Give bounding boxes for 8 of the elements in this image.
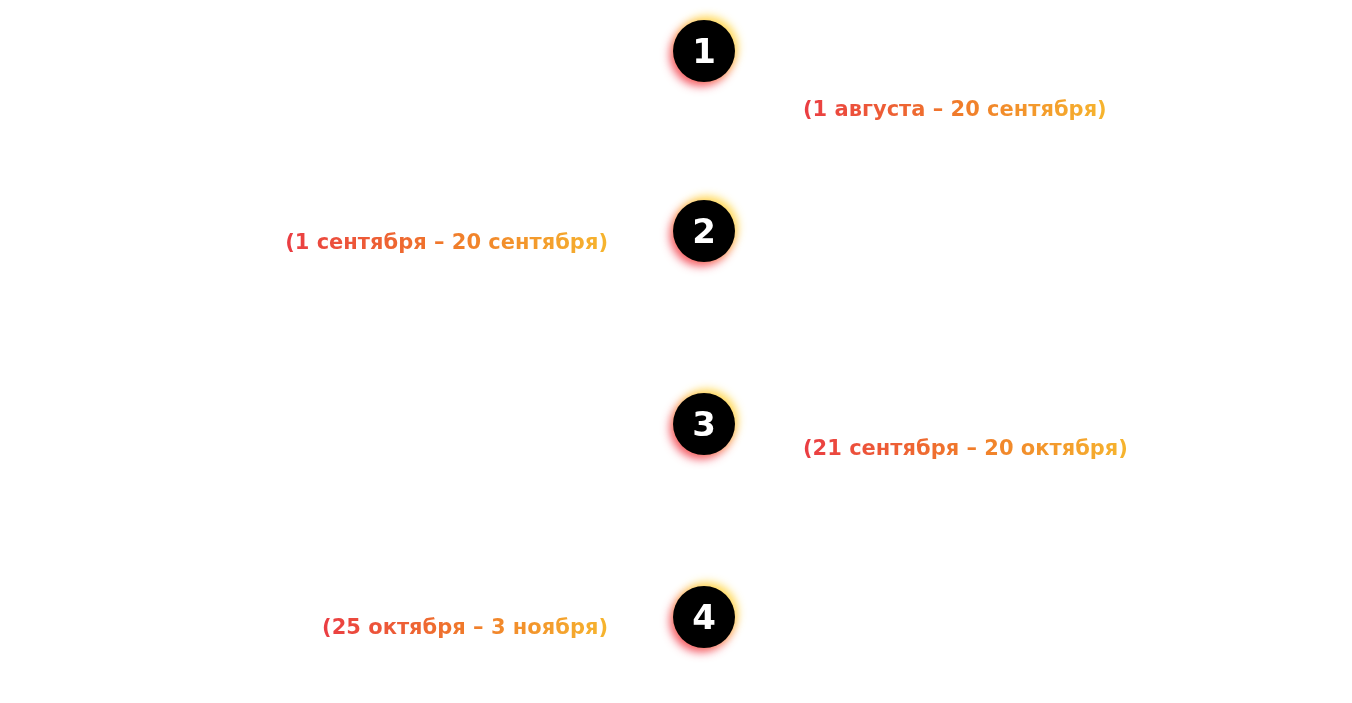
date-range-label: (1 августа – 20 сентября) [803, 97, 1107, 121]
date-range-label: (1 сентября – 20 сентября) [285, 230, 608, 254]
date-range-label: (21 сентября – 20 октября) [803, 436, 1128, 460]
step-number-circle: 1 [673, 20, 735, 82]
date-range-label: (25 октября – 3 ноября) [322, 615, 608, 639]
step-number-circle: 2 [673, 200, 735, 262]
step-number-circle: 3 [673, 393, 735, 455]
step-number-circle: 4 [673, 586, 735, 648]
